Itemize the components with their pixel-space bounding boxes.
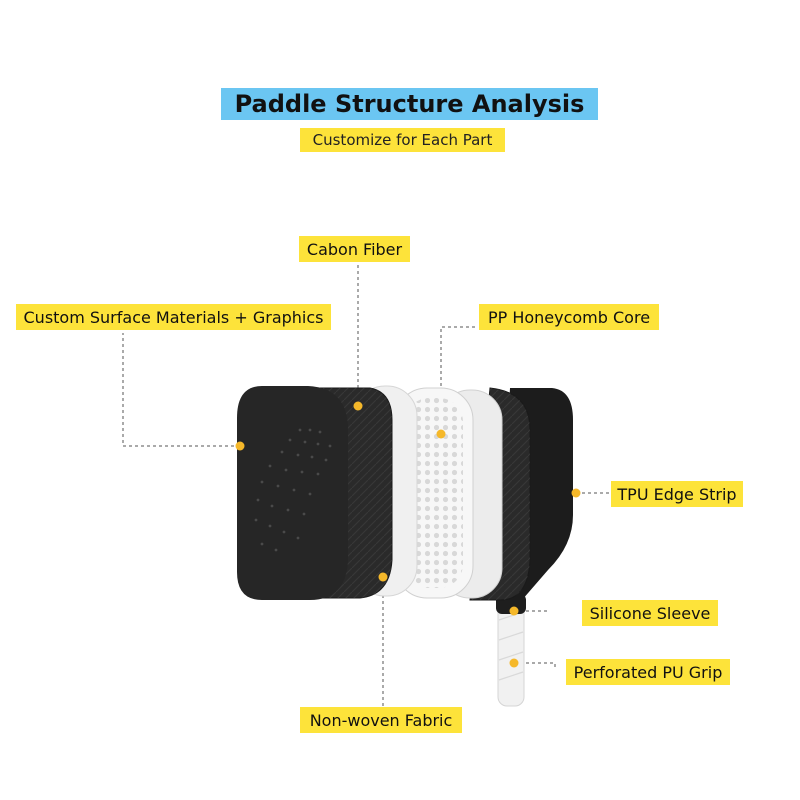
surface-paddle-front <box>237 386 348 600</box>
marker-silicone-sleeve <box>509 606 519 616</box>
marker-honeycomb <box>436 429 446 439</box>
marker-carbon-fiber <box>353 401 363 411</box>
marker-dots <box>235 401 581 668</box>
page-subtitle: Customize for Each Part <box>300 128 505 152</box>
marker-custom-surface <box>235 441 245 451</box>
label-custom-surface: Custom Surface Materials + Graphics <box>16 304 331 330</box>
connector-custom-surface <box>122 333 240 447</box>
connector-pu-grip <box>514 662 556 669</box>
marker-tpu-edge <box>571 488 581 498</box>
page-title: Paddle Structure Analysis <box>221 88 598 120</box>
marker-pu-grip <box>509 658 519 668</box>
label-silicone-sleeve: Silicone Sleeve <box>582 600 718 626</box>
label-carbon-fiber: Cabon Fiber <box>299 236 410 262</box>
label-pu-grip: Perforated PU Grip <box>566 659 730 685</box>
label-honeycomb-core: PP Honeycomb Core <box>479 304 659 330</box>
label-tpu-edge: TPU Edge Strip <box>611 481 743 507</box>
surface-dot-graphics <box>254 428 332 552</box>
label-nonwoven: Non-woven Fabric <box>300 707 462 733</box>
marker-nonwoven <box>378 572 388 582</box>
